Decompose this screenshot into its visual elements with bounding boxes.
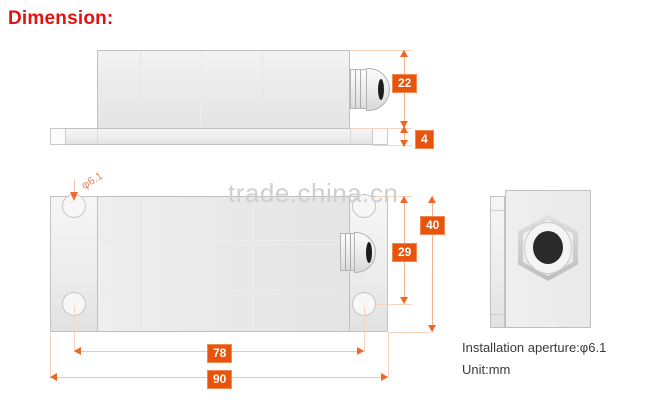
dimension-line-depth-overall [432, 196, 433, 332]
plan-construction-line [140, 197, 141, 331]
flange-line [491, 314, 504, 315]
side-body-block [97, 50, 350, 130]
extension-line-plan-top [376, 196, 412, 197]
connector-rib [350, 234, 351, 270]
connector-rib [360, 70, 361, 108]
extension-line-hole-right [364, 306, 365, 352]
phi-arrow-icon [70, 192, 78, 201]
side-base-plate [50, 128, 388, 145]
nut-washer-ring [524, 222, 572, 274]
extension-line-top [350, 50, 412, 51]
arrow-down-icon [428, 325, 436, 332]
dimension-label-29: 29 [392, 243, 418, 262]
extension-line-plate-left [50, 333, 51, 378]
center-bore [533, 231, 563, 264]
plan-construction-line [98, 290, 348, 291]
connector-slot [378, 79, 384, 100]
plate-edge-line [97, 129, 98, 144]
dimension-label-22: 22 [392, 74, 418, 93]
arrow-right-icon [381, 373, 388, 381]
arrow-right-icon [357, 347, 364, 355]
extension-line-mid [350, 128, 412, 129]
connector-rib [355, 70, 356, 108]
arrow-up-icon [428, 196, 436, 203]
body-construction-line [262, 51, 263, 129]
body-construction-line [200, 51, 201, 129]
plate-edge-line [350, 129, 351, 144]
connector-rib [345, 234, 346, 270]
arrow-down-icon [400, 297, 408, 304]
dimension-label-90: 90 [207, 370, 233, 389]
mounting-hole-top-right [352, 194, 376, 218]
extension-line-bottom [372, 145, 412, 146]
extension-line-plan-bottom [388, 332, 430, 333]
arrow-down-icon [400, 140, 408, 147]
flange-line [491, 210, 504, 211]
arrow-up-icon [400, 126, 408, 133]
dimension-label-78: 78 [207, 344, 233, 363]
phi-leader-line [74, 180, 75, 198]
page-title: Dimension: [8, 8, 114, 29]
arrow-down-icon [400, 121, 408, 128]
note-installation-aperture: Installation aperture:φ6.1 [462, 340, 607, 355]
end-view-flange [490, 196, 505, 328]
plate-notch-left [50, 128, 66, 145]
dimension-line-height-plate [404, 128, 405, 145]
extension-line-hole-left [74, 306, 75, 352]
plan-construction-line [253, 197, 254, 331]
plate-notch-right [372, 128, 388, 145]
extension-line-plate-right [388, 333, 389, 378]
phi-callout-label: φ6.1 [79, 169, 106, 192]
arrow-up-icon [400, 50, 408, 57]
extension-line-hole-row [376, 304, 412, 305]
plan-body-footprint [97, 196, 350, 332]
arrow-up-icon [400, 196, 408, 203]
plan-construction-line [98, 240, 348, 241]
arrow-left-icon [74, 347, 81, 355]
note-unit: Unit:mm [462, 362, 511, 377]
dimension-label-40: 40 [420, 216, 446, 235]
body-construction-line [140, 51, 141, 129]
dimension-label-4: 4 [415, 130, 434, 149]
plan-connector-slot [366, 242, 372, 263]
arrow-left-icon [50, 373, 57, 381]
